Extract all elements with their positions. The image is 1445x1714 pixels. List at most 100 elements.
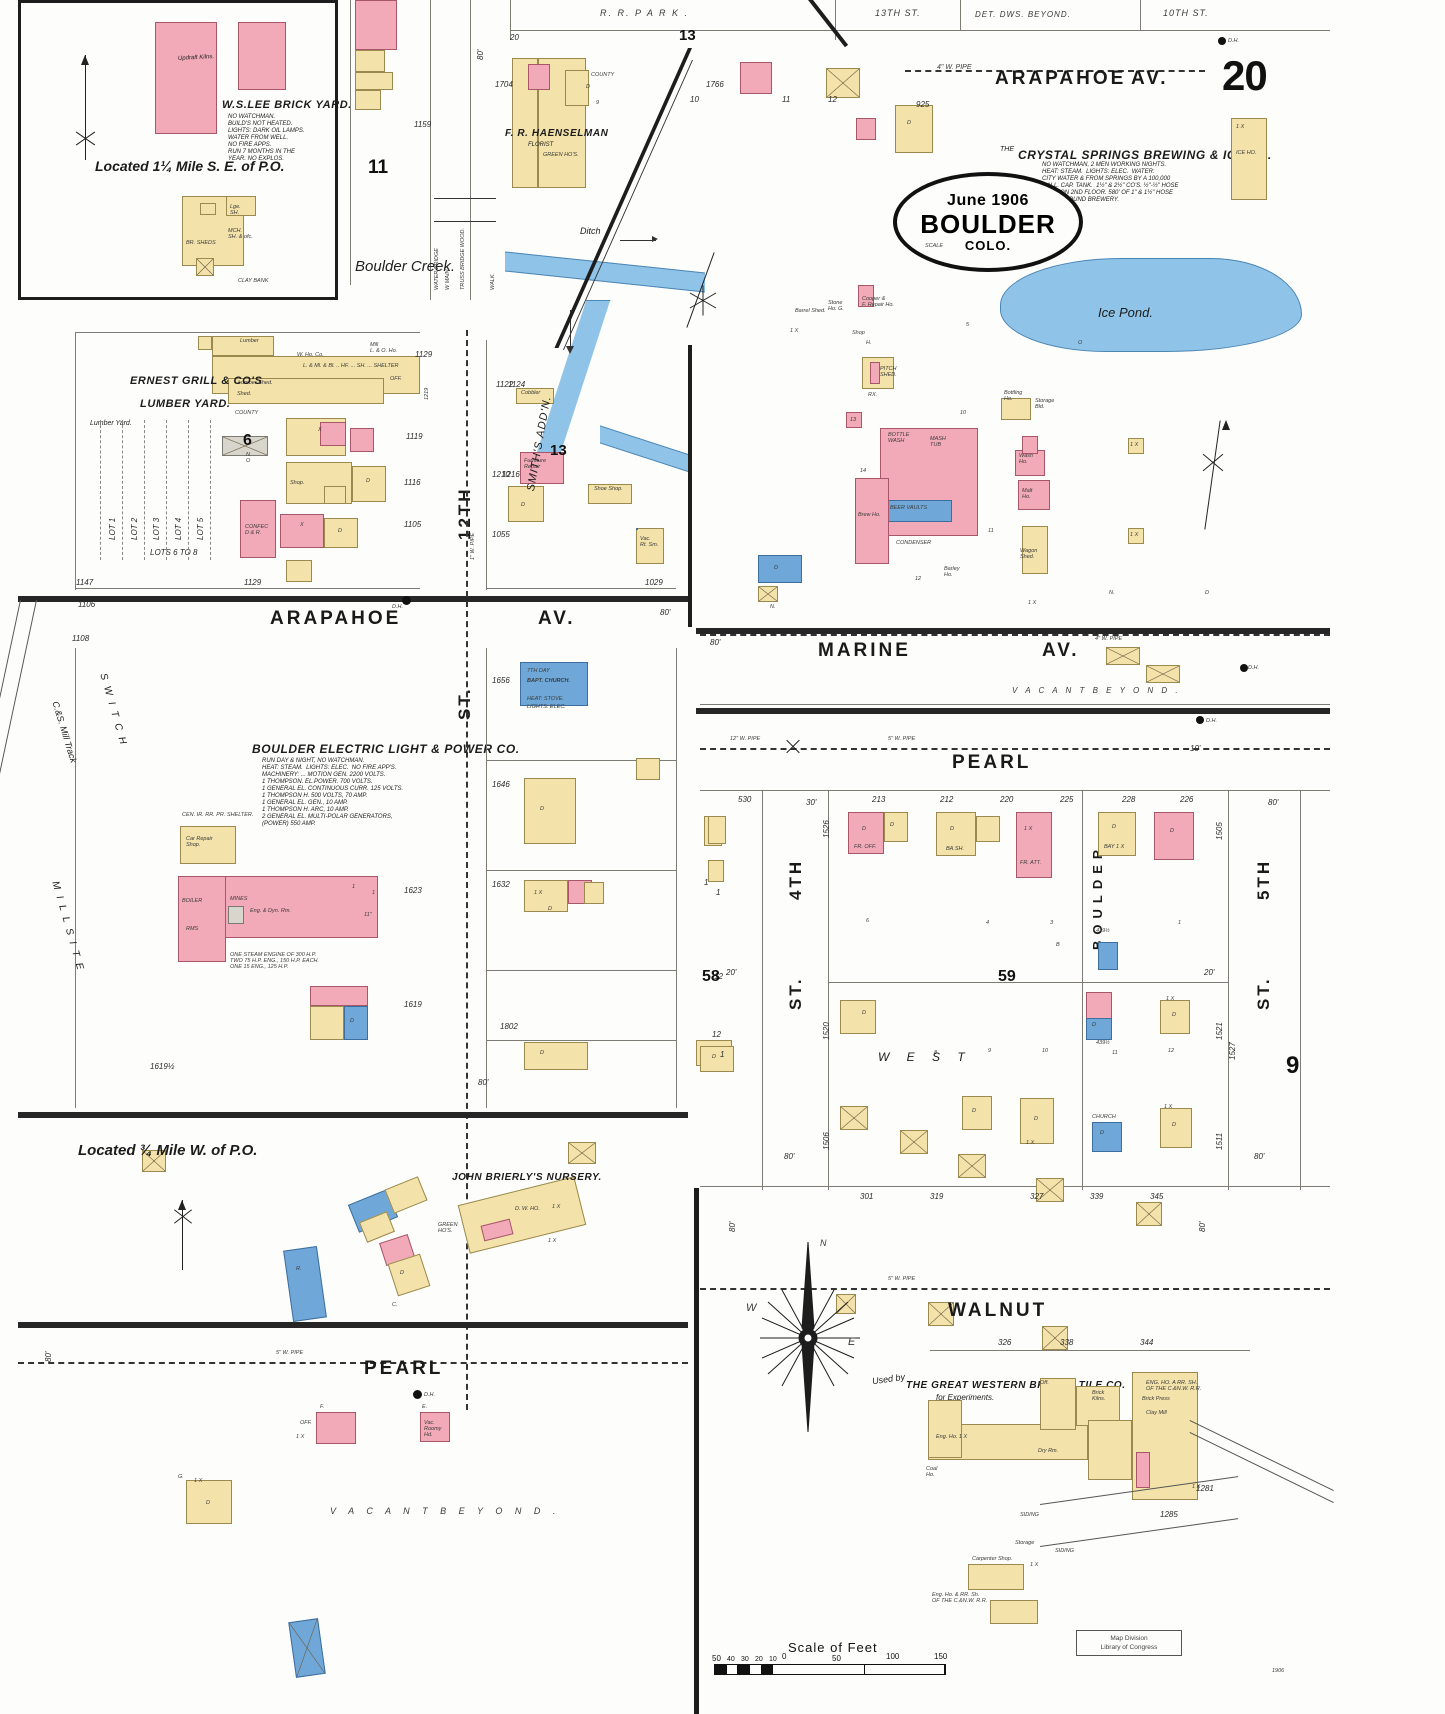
building [355, 50, 385, 72]
greenhouse-building [457, 1176, 587, 1254]
bridge [434, 198, 496, 222]
pipe-label-3: 12" W. PIPE [730, 736, 761, 742]
building [740, 62, 772, 94]
building [708, 860, 724, 882]
label-grill-lumber-title: ERNEST GRILL & CO'S [130, 375, 263, 387]
street-label-marine: MARINE [818, 640, 911, 661]
railroad-siding-line [1040, 1518, 1239, 1547]
house-number: 1116 [404, 478, 421, 487]
building [1018, 480, 1050, 510]
house-number: 1105 [404, 520, 422, 529]
street-label-pearl-left: PEARL [364, 1358, 444, 1379]
scale-tick-50: 50 [712, 1654, 721, 1663]
label-brierly-located: Located ¾ Mile W. of P.O. [78, 1142, 258, 1159]
house-number: 1129 [244, 578, 262, 587]
label-mill-site: M I L L S I T E [49, 880, 86, 973]
building [708, 816, 726, 844]
building [1036, 1178, 1064, 1202]
street-label-walnut: WALNUT [948, 1300, 1048, 1321]
label-church-l3: HEAT: STOVE. [527, 696, 564, 702]
compass-label-w: W [746, 1302, 757, 1314]
building [858, 285, 874, 307]
cartouche-date: June 1906 [947, 191, 1029, 209]
label-great-western-title: THE GREAT WESTERN BRICK & TILE CO. [906, 1380, 1126, 1391]
building [1136, 1452, 1150, 1488]
building [1092, 1122, 1122, 1152]
building [848, 812, 884, 854]
street-suffix-arapahoe: AV. [538, 608, 576, 629]
building [990, 1600, 1038, 1624]
building [758, 555, 802, 583]
building [286, 560, 312, 582]
label-car-repair: Car Repair Shop. [186, 836, 213, 848]
kiln-building [155, 22, 217, 134]
street-suffix-4th: ST. [786, 976, 805, 1010]
building [524, 1042, 588, 1070]
building [240, 500, 276, 558]
building [636, 758, 660, 780]
compass-label-n: N [820, 1238, 827, 1248]
building [895, 105, 933, 153]
street-label-4th: 4TH [786, 858, 805, 900]
block-number-6: 6 [243, 432, 252, 449]
building [228, 906, 244, 924]
building [316, 1412, 356, 1444]
building [1098, 812, 1136, 856]
label-church-l1: 7TH DAY [527, 668, 550, 674]
label-haenselman-sub2: GREEN HO'S. [543, 152, 579, 158]
label-gw-used-by: Used by [871, 1371, 906, 1387]
brick-plant-building [1088, 1420, 1132, 1480]
boulder-creek-water [600, 425, 690, 473]
building [324, 486, 346, 504]
dh-label-4: D.H. [1206, 718, 1217, 724]
pipe-label-2: 4" W. PIPE [1095, 636, 1123, 642]
scale-tick-20: 20 [755, 1656, 763, 1663]
building [355, 90, 381, 110]
street-suffix-arapahoe-top: AV. [1131, 68, 1169, 89]
dh-label-5: D.H. [424, 1392, 435, 1398]
railroad-line [808, 0, 849, 48]
dh-marker-icon-5 [413, 1390, 422, 1399]
title-cartouche: June 1906 BOULDER COLO. [893, 172, 1083, 272]
building [283, 1245, 327, 1323]
street-label-5th: 5TH [1254, 858, 1273, 900]
scale-title: Scale of Feet [788, 1640, 878, 1655]
kiln-building [238, 22, 286, 90]
label-lee-located: Located 1¼ Mile S. E. of P.O. [95, 158, 285, 174]
pipe-label-4: 5" W. PIPE [888, 736, 916, 742]
pipe-label-6: 5" W. PIPE [888, 1276, 916, 1282]
compass-rose [752, 1232, 872, 1433]
building [350, 428, 374, 452]
building [846, 412, 862, 428]
label-west: W E S T [878, 1050, 972, 1064]
building [1022, 526, 1048, 574]
building [384, 1176, 428, 1214]
building [700, 1046, 734, 1072]
building [310, 986, 368, 1006]
powerhouse-building [178, 876, 226, 962]
north-arrow-icon [85, 55, 86, 160]
scale-tick-0: 0 [782, 1652, 787, 1661]
building [1098, 942, 1118, 970]
street-suffix-5th: ST. [1254, 976, 1273, 1010]
label-carpenter-shop: Carpenter Shop. [972, 1556, 1013, 1562]
label-vacant-beyond-1: V A C A N T B E Y O N D . [1012, 686, 1181, 695]
building [826, 68, 860, 98]
flow-arrow-icon [652, 236, 658, 242]
building [568, 1142, 596, 1164]
building [1106, 647, 1140, 665]
yard-building [196, 258, 214, 276]
north-arrow-icon [182, 1200, 183, 1270]
brick-plant-building [928, 1400, 962, 1458]
street-label-boulder-st: BOULDER [1090, 843, 1105, 950]
pipe-label-5: 5" W. PIPE [276, 1350, 304, 1356]
label-crystal-springs-title: CRYSTAL SPRINGS BREWING & ICE CO. [1018, 148, 1272, 162]
building [355, 0, 397, 50]
building [584, 882, 604, 904]
building [636, 528, 664, 564]
building [355, 72, 393, 90]
building [280, 514, 324, 548]
scale-tick-100: 100 [886, 1652, 900, 1661]
building [936, 812, 976, 856]
top-det-dwgs-label: DET. DWS. BEYOND. [975, 10, 1071, 19]
